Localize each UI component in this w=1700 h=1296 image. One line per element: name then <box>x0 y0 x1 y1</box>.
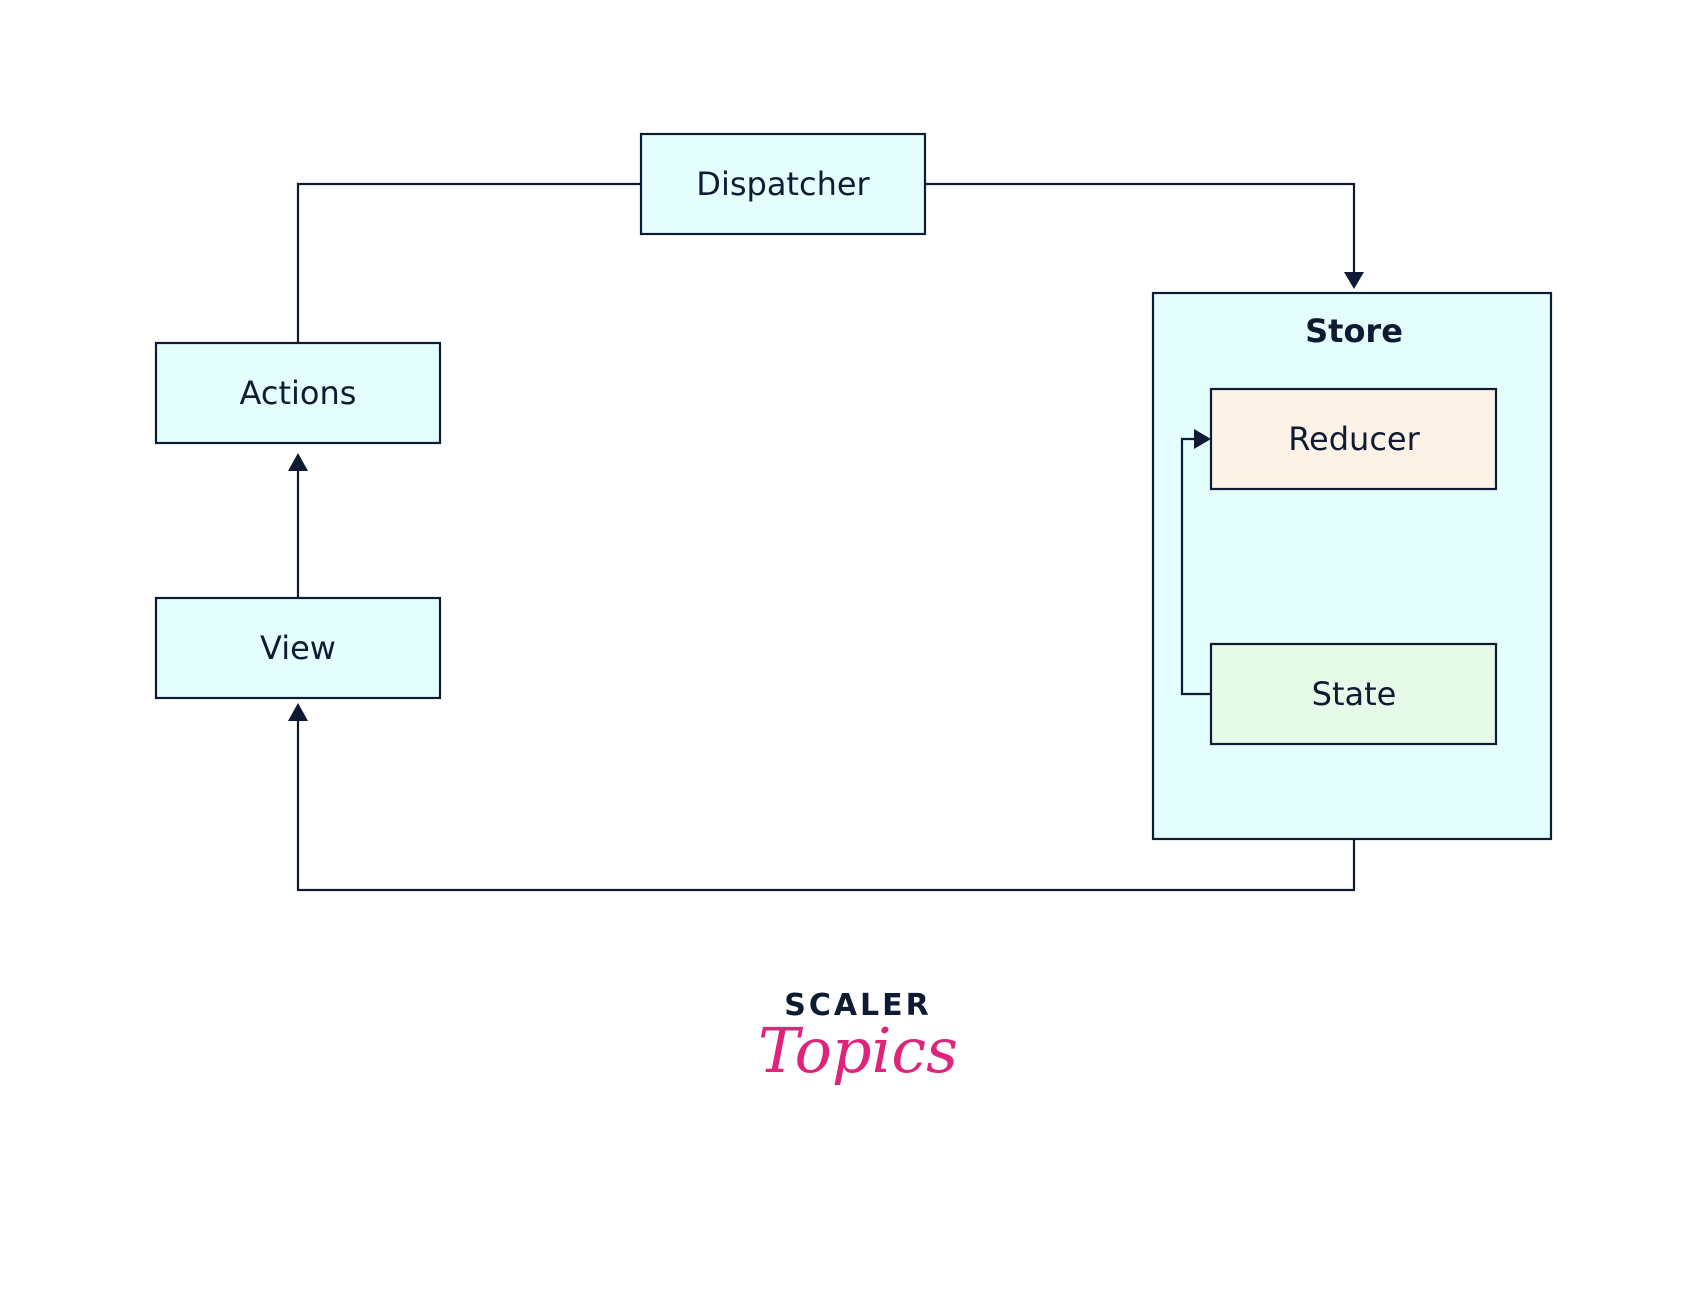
logo-script-word: Topics <box>758 1014 958 1087</box>
node-reducer: Reducer <box>1209 387 1498 491</box>
arrowhead-store <box>1344 272 1364 289</box>
arrowhead-view <box>288 703 308 721</box>
edge-dispatcher-to-store <box>925 182 1356 275</box>
node-state: State <box>1209 642 1498 746</box>
edges <box>288 182 1364 892</box>
node-dispatcher-label: Dispatcher <box>696 165 870 203</box>
node-store: Store <box>1151 291 1553 841</box>
node-state-label: State <box>1312 675 1397 713</box>
node-dispatcher: Dispatcher <box>639 132 927 236</box>
node-store-title: Store <box>1305 312 1403 350</box>
node-actions: Actions <box>154 341 442 445</box>
node-reducer-label: Reducer <box>1288 420 1420 458</box>
logo-brand-word: SCALER <box>784 988 932 1023</box>
edge-state-to-reducer <box>1180 437 1211 696</box>
edge-actions-to-dispatcher <box>296 182 641 343</box>
arrowhead-actions <box>288 453 308 471</box>
node-view: View <box>154 596 442 700</box>
edge-store-to-view <box>296 718 1356 892</box>
node-view-label: View <box>260 629 336 667</box>
node-actions-label: Actions <box>240 374 357 412</box>
scaler-topics-logo: SCALER Topics <box>758 988 958 1087</box>
arrowhead-reducer <box>1194 429 1211 449</box>
